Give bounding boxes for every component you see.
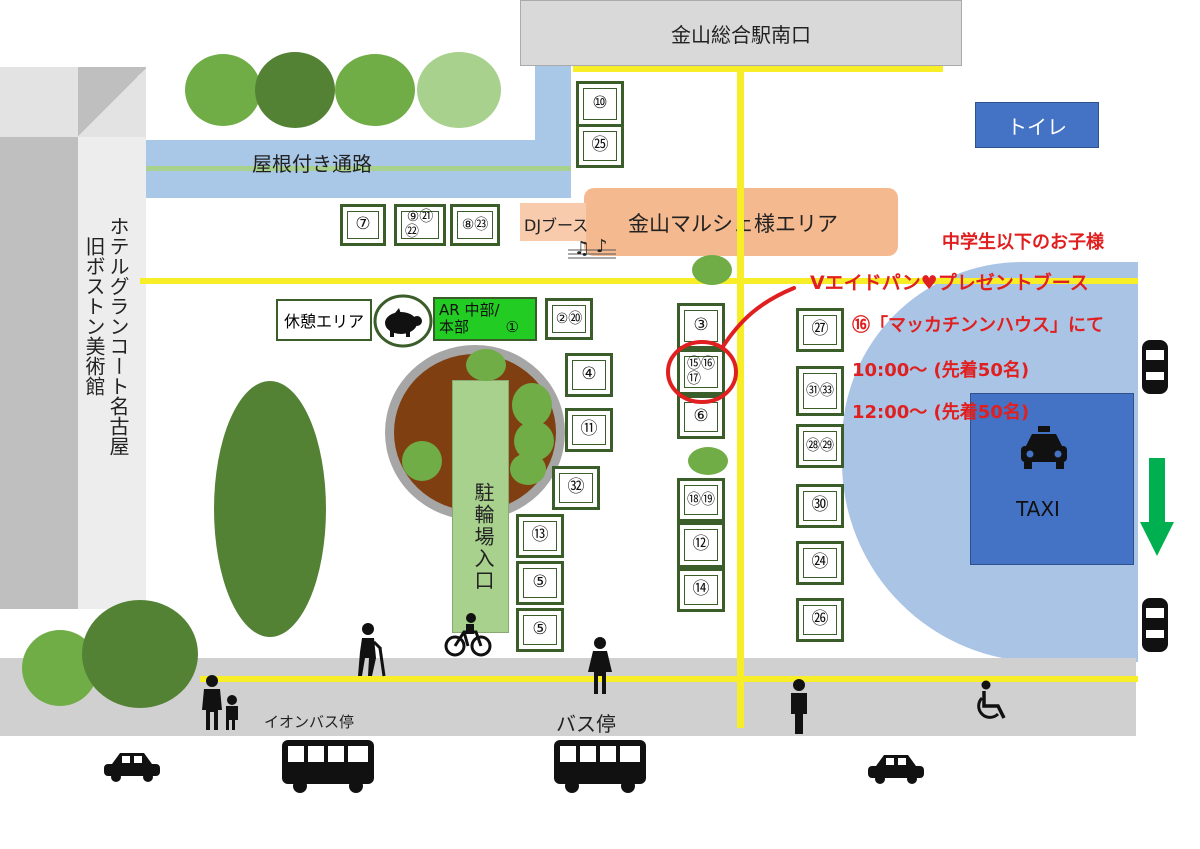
bicycle-icon xyxy=(444,613,492,657)
roofed-passage-green-line xyxy=(146,166,571,171)
toilet-box: トイレ xyxy=(975,102,1099,148)
car-icon xyxy=(104,753,160,782)
marche-area-label: 金山マルシェ様エリア xyxy=(628,212,838,236)
booth-10: ⑩ xyxy=(576,81,624,127)
booth-25: ㉕ xyxy=(576,124,624,168)
booth-4: ④ xyxy=(565,353,613,397)
pedestrian-icon xyxy=(358,623,386,677)
tree-icon xyxy=(185,52,501,128)
booth-12: ⑫ xyxy=(677,522,725,568)
booth-9-21-label: ⑨㉑ xyxy=(406,209,434,226)
booth-2-20: ②⑳ xyxy=(545,298,593,340)
bus-icon xyxy=(554,740,646,793)
booth-28-29: ㉘㉙ xyxy=(796,424,844,468)
hq-box: AR 中部/ 本部 ① xyxy=(433,297,537,341)
hq-line1: AR 中部/ xyxy=(439,301,500,319)
bus-icon xyxy=(282,740,374,793)
wheelchair-icon xyxy=(977,680,1006,719)
booth-8-23: ⑧㉓ xyxy=(450,204,500,246)
tree-icon xyxy=(214,381,326,637)
road-middle xyxy=(140,278,1138,284)
taxi-label: TAXI xyxy=(1016,497,1060,521)
station-exit-block: 金山総合駅南口 xyxy=(520,0,962,66)
bus-stop-label: バス停 xyxy=(556,712,616,736)
station-exit-label: 金山総合駅南口 xyxy=(671,22,811,47)
booth-14: ⑭ xyxy=(677,568,725,612)
taxi-icon xyxy=(1021,426,1067,469)
hq-number: ① xyxy=(505,318,519,336)
hotel-building-face xyxy=(78,137,146,609)
tree-icon xyxy=(402,349,554,485)
toilet-label: トイレ xyxy=(1007,114,1067,139)
notice-line4: 10:00～ (先着50名) xyxy=(852,360,1030,381)
booth-17-label: ⑰ xyxy=(687,371,701,387)
pedestrian-icon xyxy=(202,675,238,730)
booth-24: ㉔ xyxy=(796,541,844,585)
booth-26: ㉖ xyxy=(796,598,844,642)
booth-9-21-22: ⑨㉑ ㉒ xyxy=(394,204,446,246)
music-notes-icon: ♫ ♪ xyxy=(568,236,616,259)
road-bottom xyxy=(200,676,1138,682)
car-icon xyxy=(868,755,924,784)
tree-icon xyxy=(688,447,728,475)
tree-icon xyxy=(692,255,732,285)
down-arrow-icon xyxy=(1140,458,1174,556)
notice-line2: Vエイドパン♥プレゼントブース xyxy=(810,272,1089,294)
roofed-passage-vertical xyxy=(535,66,571,142)
notice-line5: 12:00～ (先着50名) xyxy=(852,402,1030,423)
road-top xyxy=(573,66,943,72)
hotel-building xyxy=(0,137,78,609)
hotel-label: ホテルグランコート名古屋 xyxy=(106,216,130,456)
pedestrian-icon xyxy=(791,679,807,734)
road-main-vertical xyxy=(737,72,744,728)
pedestrian-icon xyxy=(588,637,612,694)
booth-22-label: ㉒ xyxy=(405,224,419,240)
roofed-passage-label: 屋根付き通路 xyxy=(252,152,372,176)
booth-18-19: ⑱⑲ xyxy=(677,478,725,522)
aeon-bus-stop-label: イオンバス停 xyxy=(264,713,355,731)
svg-text:♪: ♪ xyxy=(596,236,608,257)
pig-icon xyxy=(373,294,433,348)
tree-icon xyxy=(22,600,198,708)
booth-27: ㉗ xyxy=(796,308,844,352)
booth-31-33: ㉛㉝ xyxy=(796,366,844,416)
booth-32: ㉜ xyxy=(552,466,600,510)
taxi-stand xyxy=(970,393,1134,565)
dj-booth-label: DJブース xyxy=(524,216,589,235)
notice-line1: 中学生以下のお子様 xyxy=(942,232,1104,253)
booth-5a: ⑤ xyxy=(516,561,564,605)
svg-text:♫: ♫ xyxy=(574,238,590,259)
hq-line2: 本部 xyxy=(439,318,470,336)
bicycle-entrance-label: 駐輪場入口 xyxy=(471,482,495,592)
booth-7: ⑦ xyxy=(340,204,386,246)
booth-11: ⑪ xyxy=(565,408,613,452)
booth-15-16-17: ⑮⑯ ⑰ xyxy=(677,349,725,395)
hotel-building-slant xyxy=(78,67,146,137)
museum-label: 旧ボストン美術館 xyxy=(82,236,106,396)
booth-30: ㉚ xyxy=(796,484,844,528)
car-icon xyxy=(1142,598,1168,652)
notice-line3: ⑯「マッカチンンハウス」にて xyxy=(852,315,1104,336)
booth-15-16-label: ⑮⑯ xyxy=(687,356,715,373)
rest-area-box: 休憩エリア xyxy=(276,299,372,341)
car-icon xyxy=(1142,340,1168,394)
booth-13: ⑬ xyxy=(516,514,564,558)
rest-area-label: 休憩エリア xyxy=(283,312,364,331)
bicycle-entrance xyxy=(452,380,509,633)
highlight-circle xyxy=(666,286,796,404)
booth-5b: ⑤ xyxy=(516,608,564,652)
marche-area-left-strip xyxy=(520,203,586,241)
